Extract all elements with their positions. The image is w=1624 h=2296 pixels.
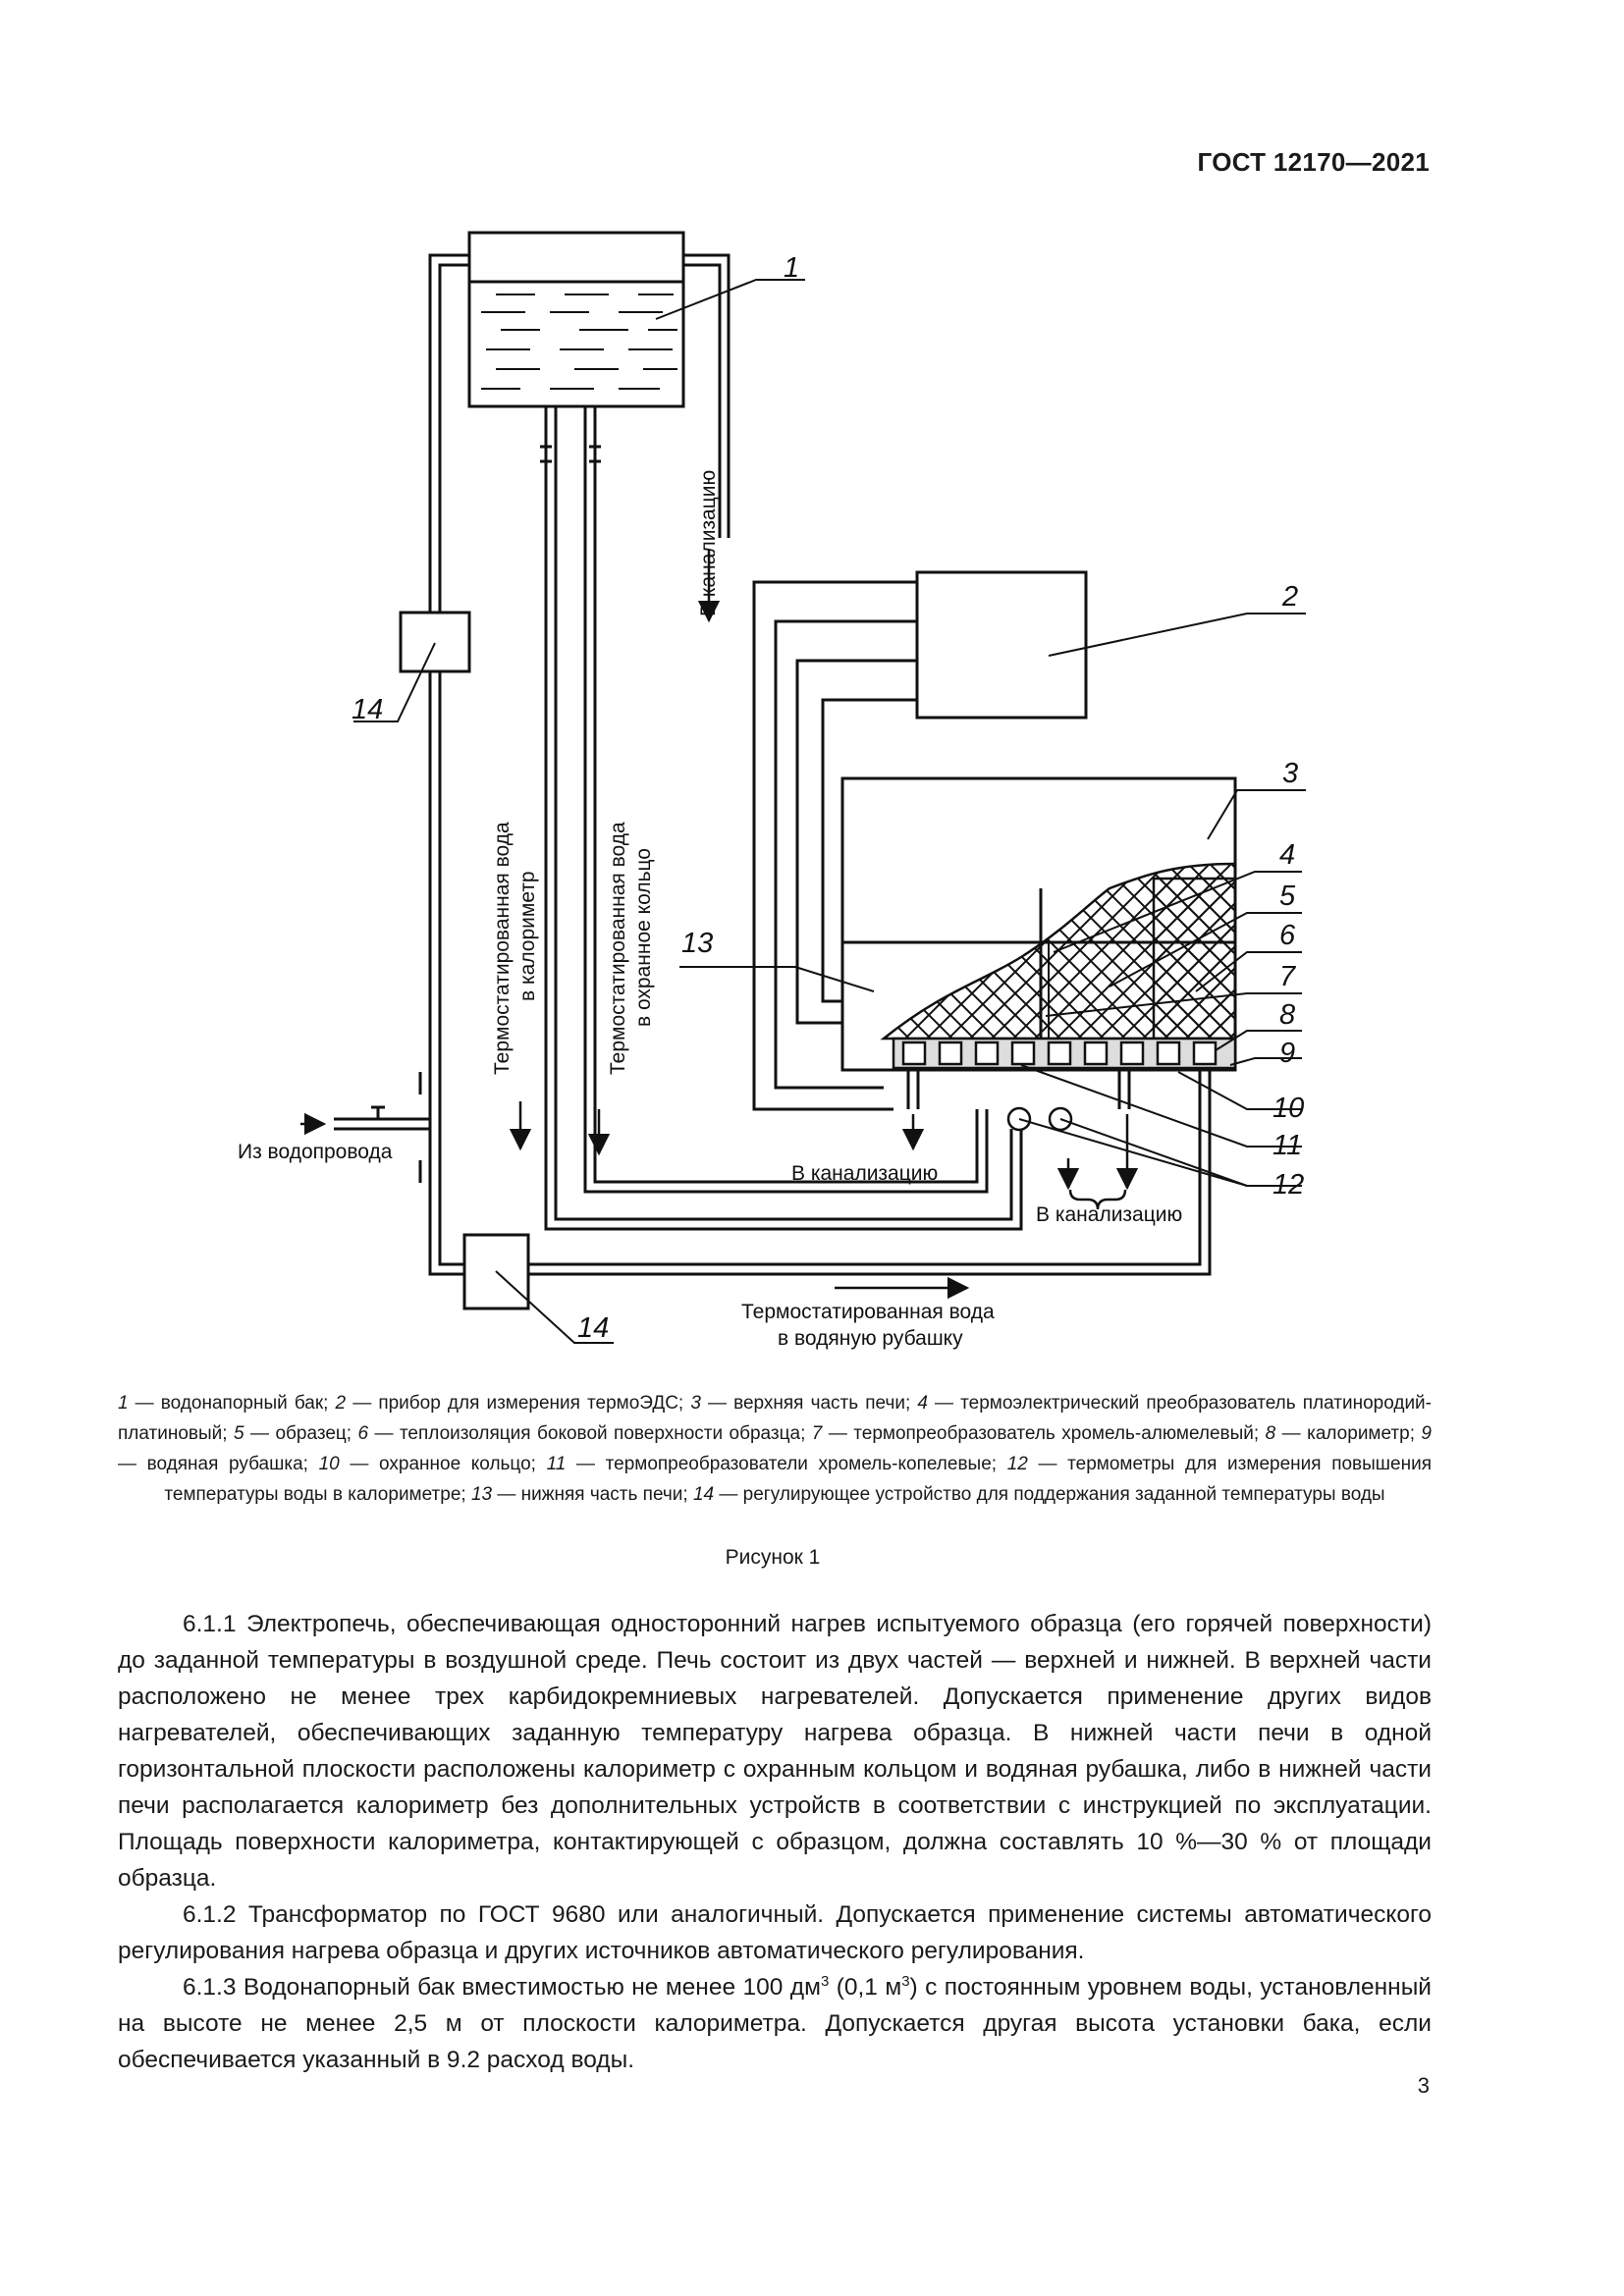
- callout-4: 4: [1279, 839, 1295, 871]
- standard-header: ГОСТ 12170—2021: [1197, 147, 1430, 177]
- legend-num-4: 4: [917, 1393, 928, 1414]
- label-calorimeter-line1: Термостатированная вода: [491, 822, 514, 1075]
- callout-11: 11: [1272, 1130, 1302, 1161]
- label-to-jacket-line1: Термостатированная вода: [741, 1301, 995, 1323]
- callout-8: 8: [1279, 999, 1295, 1031]
- figure-caption: Рисунок 1: [725, 1546, 821, 1569]
- water-tank: [467, 231, 685, 408]
- callout-9: 9: [1279, 1038, 1295, 1069]
- legend-text-13: — нижняя часть печи;: [492, 1484, 693, 1505]
- legend-text-6: — теплоизоляция боковой поверхности обра…: [368, 1423, 812, 1444]
- label-to-sewer-right: В канализацию: [1036, 1203, 1182, 1226]
- legend-text-1: — водонапорный бак;: [128, 1393, 336, 1414]
- label-to-jacket-line2: в водяную рубашку: [778, 1327, 963, 1350]
- legend-text-12: — термометры для измерения повышения тем…: [164, 1454, 1432, 1505]
- body-text: 6.1.1 Электропечь, обеспечивающая одност…: [118, 1606, 1432, 2078]
- callout-12: 12: [1272, 1169, 1304, 1201]
- legend-num-11: 11: [546, 1454, 567, 1474]
- callout-7: 7: [1279, 961, 1297, 992]
- callout-14-bottom: 14: [577, 1312, 609, 1344]
- callout-6: 6: [1279, 920, 1296, 951]
- legend-num-14: 14: [692, 1484, 715, 1505]
- label-ring-line2: в охранное кольцо: [632, 848, 655, 1027]
- legend-text-14: — регулирующее устройство для поддержани…: [714, 1484, 1385, 1505]
- callout-14-top: 14: [352, 694, 383, 725]
- label-to-sewer-middle: В канализацию: [791, 1162, 938, 1185]
- legend-num-8: 8: [1265, 1423, 1276, 1444]
- legend-num-3: 3: [690, 1393, 701, 1414]
- legend-text-10: — охранное кольцо;: [339, 1454, 547, 1474]
- legend-num-9: 9: [1421, 1423, 1432, 1444]
- legend-text-3: — верхняя часть печи;: [700, 1393, 918, 1414]
- side-insulation: [1152, 877, 1237, 1041]
- callout-10: 10: [1272, 1093, 1304, 1124]
- legend-text-7: — термопреобразователь хромель-алюмелевы…: [822, 1423, 1266, 1444]
- legend-text-8: — калориметр;: [1275, 1423, 1422, 1444]
- regulator-top: [399, 611, 471, 673]
- paragraph-6-1-3: 6.1.3 Водонапорный бак вместимостью не м…: [118, 1972, 1432, 2073]
- calorimeter-row: [892, 1037, 1237, 1070]
- legend-text-5: — образец;: [244, 1423, 358, 1444]
- legend-text-11: — термопреобразователи хромель-копелевые…: [566, 1454, 1007, 1474]
- paragraph-6-1-1: 6.1.1 Электропечь, обеспечивающая одност…: [118, 1611, 1432, 1892]
- callout-5: 5: [1279, 881, 1296, 912]
- callout-13: 13: [681, 928, 713, 959]
- page-number: 3: [1417, 2073, 1430, 2098]
- legend-text-4: — термоэлектрический преобразователь пла…: [118, 1393, 1432, 1444]
- emf-instrument: [915, 570, 1088, 720]
- legend-num-6: 6: [357, 1423, 369, 1444]
- specimen: [880, 862, 1237, 1041]
- paragraph-6-1-2: 6.1.2 Трансформатор по ГОСТ 9680 или ана…: [118, 1901, 1432, 1964]
- callout-2: 2: [1281, 581, 1298, 613]
- legend-text-2: — прибор для измерения термоЭДС;: [346, 1393, 691, 1414]
- legend-num-7: 7: [811, 1423, 823, 1444]
- label-to-sewer-top: В канализацию: [697, 470, 720, 616]
- tank-water-lines: [481, 294, 677, 390]
- legend-num-1: 1: [118, 1393, 129, 1414]
- callout-3: 3: [1282, 758, 1298, 789]
- figure-legend: 1 — водонапорный бак; 2 — прибор для изм…: [118, 1388, 1432, 1510]
- legend-text-9: — водяная рубашка;: [118, 1454, 319, 1474]
- label-calorimeter-line2: в калориметр: [516, 871, 539, 1001]
- apparatus-figure: 1 2 3 4 5 6 7 8 9 10 11 12 13 14 14 В ка…: [238, 231, 1306, 1350]
- legend-num-5: 5: [233, 1423, 244, 1444]
- callout-1: 1: [784, 252, 799, 284]
- legend-num-2: 2: [335, 1393, 347, 1414]
- legend-num-12: 12: [1006, 1454, 1028, 1474]
- legend-num-10: 10: [318, 1454, 340, 1474]
- label-from-water-supply: Из водопровода: [238, 1141, 393, 1163]
- label-ring-line1: Термостатированная вода: [607, 822, 629, 1075]
- callout-leaders: [353, 279, 1306, 1344]
- legend-num-13: 13: [470, 1484, 493, 1505]
